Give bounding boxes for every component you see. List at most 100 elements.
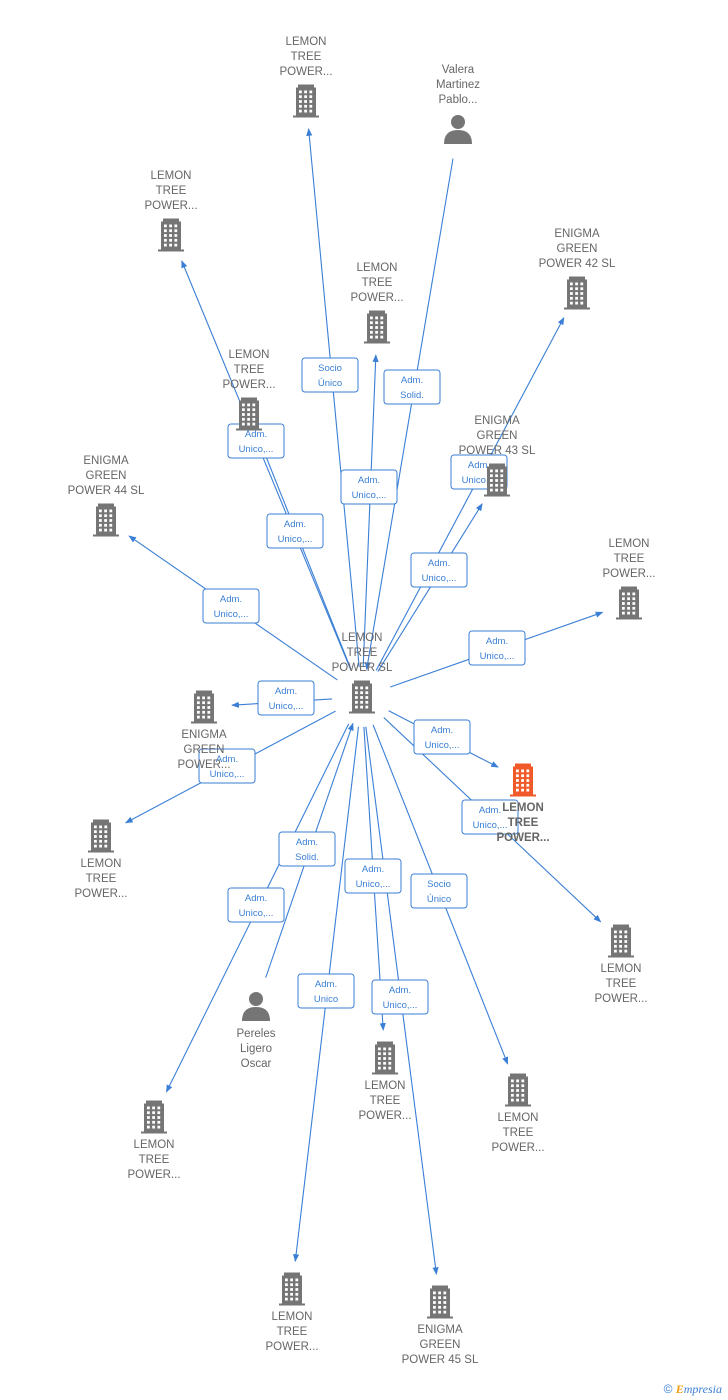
edge-label-line: Adm. [220, 594, 242, 605]
edge-label-n_valera-center[interactable]: Adm.Solid. [383, 369, 441, 405]
edge-label-center-n_highlight[interactable]: Adm.Unico,... [413, 719, 471, 755]
edge-label-line: Socio [318, 363, 342, 374]
node-label-line: LEMON [601, 963, 642, 975]
building-icon [349, 680, 375, 714]
edge-label-box [413, 719, 471, 755]
edge-label-line: Unico,... [352, 490, 387, 501]
edge-label-line: Solid. [295, 852, 319, 863]
edge-label-line: Unico,... [473, 820, 508, 831]
edge-label-line: Adm. [428, 558, 450, 569]
building-icon [616, 586, 642, 620]
edge-label-line: Único [318, 378, 342, 389]
node-n_lt_right[interactable]: LEMONTREEPOWER... [602, 538, 656, 620]
node-label-line: ENIGMA [181, 729, 227, 741]
edge-label-box [227, 887, 285, 923]
node-label-line: TREE [347, 647, 378, 659]
edge-label-line: Unico,... [462, 475, 497, 486]
edge-label-center-n_eg44[interactable]: Adm.Unico,... [202, 588, 260, 624]
node-n_lt_bot_right[interactable]: LEMONTREEPOWER... [491, 1073, 545, 1155]
node-label-line: GREEN [184, 744, 225, 756]
edge-center-n_eg43 [377, 503, 483, 672]
node-n_lt_bot_mid[interactable]: LEMONTREEPOWER... [358, 1041, 412, 1123]
node-n_valera[interactable]: ValeraMartinezPablo... [436, 64, 480, 144]
edge-label-box [383, 369, 441, 405]
edge-label-line: Adm. [315, 979, 337, 990]
edge-center-n_top [306, 128, 360, 668]
node-label-line: LEMON [357, 262, 398, 274]
node-label-line: Martinez [436, 79, 480, 91]
node-label-line: Pablo... [439, 94, 478, 106]
node-label-line: ENIGMA [554, 228, 600, 240]
edge-label-center-n_lt_bot_left[interactable]: Adm.Unico,... [227, 887, 285, 923]
node-label-line: POWER... [350, 292, 403, 304]
node-label-line: LEMON [502, 802, 544, 814]
node-label-line: POWER... [496, 832, 549, 844]
edge-label-center-n_lt_bot_mid[interactable]: Adm.Unico,... [344, 858, 402, 894]
node-label-line: LEMON [342, 632, 383, 644]
edge-label-box [468, 630, 526, 666]
edge-label-center-n_lt_midleft[interactable]: Adm.Unico,... [266, 513, 324, 549]
node-label-line: TREE [139, 1154, 170, 1166]
node-n_top[interactable]: LEMONTREEPOWER... [279, 36, 333, 118]
edge-label-center-n_lt_upmid[interactable]: Adm. Unico,... [340, 469, 398, 505]
node-n_lt_upmid[interactable]: LEMONTREEPOWER... [350, 262, 404, 344]
edge-label-line: Adm. [468, 460, 490, 471]
node-label-line: ENIGMA [83, 455, 129, 467]
edge-label-box [297, 973, 355, 1009]
node-label-line: TREE [503, 1127, 534, 1139]
node-label-line: POWER... [279, 66, 332, 78]
node-label-line: TREE [156, 185, 187, 197]
edge-label-line: Unico,... [269, 701, 304, 712]
edge-label-line: Adm. [245, 429, 267, 440]
node-label-line: TREE [234, 364, 265, 376]
node-label-line: POWER... [127, 1169, 180, 1181]
edge-label-center-n_eg_left[interactable]: Adm.Unico,... [257, 680, 315, 716]
node-n_highlight[interactable]: LEMONTREEPOWER... [496, 763, 550, 845]
edge-label-center-n_eg43[interactable]: Adm.Unico,... [410, 552, 468, 588]
edge-label-line: Adm. [389, 985, 411, 996]
edge-label-box [266, 513, 324, 549]
node-n_lt_left2[interactable]: LEMONTREEPOWER... [74, 819, 128, 901]
node-n_eg_left[interactable]: ENIGMAGREENPOWER... [177, 690, 231, 772]
node-n_lt_upleft[interactable]: LEMONTREEPOWER... [144, 170, 198, 252]
edge-label-center-n_lt_bottom[interactable]: Adm.Unico [297, 973, 355, 1009]
edge-label-center-n_eg45[interactable]: Adm.Unico,... [371, 979, 429, 1015]
edge-label-box [340, 469, 398, 505]
building-icon [158, 218, 184, 252]
node-label-line: POWER... [222, 379, 275, 391]
node-n_lt_bot_left[interactable]: LEMON TREE POWER... [127, 1100, 181, 1182]
node-n_lt_right2[interactable]: LEMONTREEPOWER... [594, 924, 648, 1006]
edge-label-line: Socio [427, 879, 451, 890]
edge-label-line: Adm. [216, 754, 238, 765]
node-label-line: GREEN [557, 243, 598, 255]
building-icon [88, 819, 114, 853]
edge-label-n_pereles-center[interactable]: Adm.Solid. [278, 831, 336, 867]
edge-label-line: Adm. [358, 475, 380, 486]
building-icon [608, 924, 634, 958]
node-label-line: LEMON [365, 1080, 406, 1092]
edge-label-center-n_lt_right[interactable]: Adm.Unico,... [468, 630, 526, 666]
node-label-line: TREE [277, 1326, 308, 1338]
node-n_lt_midleft[interactable]: LEMONTREEPOWER... [222, 349, 276, 431]
edge-label-center-n_lt_right2[interactable]: Adm.Unico,... [461, 799, 519, 835]
node-n_lt_bottom[interactable]: LEMONTREEPOWER... [265, 1272, 319, 1354]
node-label-line: LEMON [134, 1139, 175, 1151]
footer-brand[interactable]: © Empresia [664, 1382, 722, 1397]
edge-label-line: Unico,... [356, 879, 391, 890]
edge-label-center-n_lt_left2[interactable]: Adm.Unico,... [198, 748, 256, 784]
node-label-line: ENIGMA [474, 415, 520, 427]
node-label-line: LEMON [498, 1112, 539, 1124]
edge-label-line: Unico,... [480, 651, 515, 662]
building-icon [93, 503, 119, 537]
node-label-line: POWER... [358, 1110, 411, 1122]
